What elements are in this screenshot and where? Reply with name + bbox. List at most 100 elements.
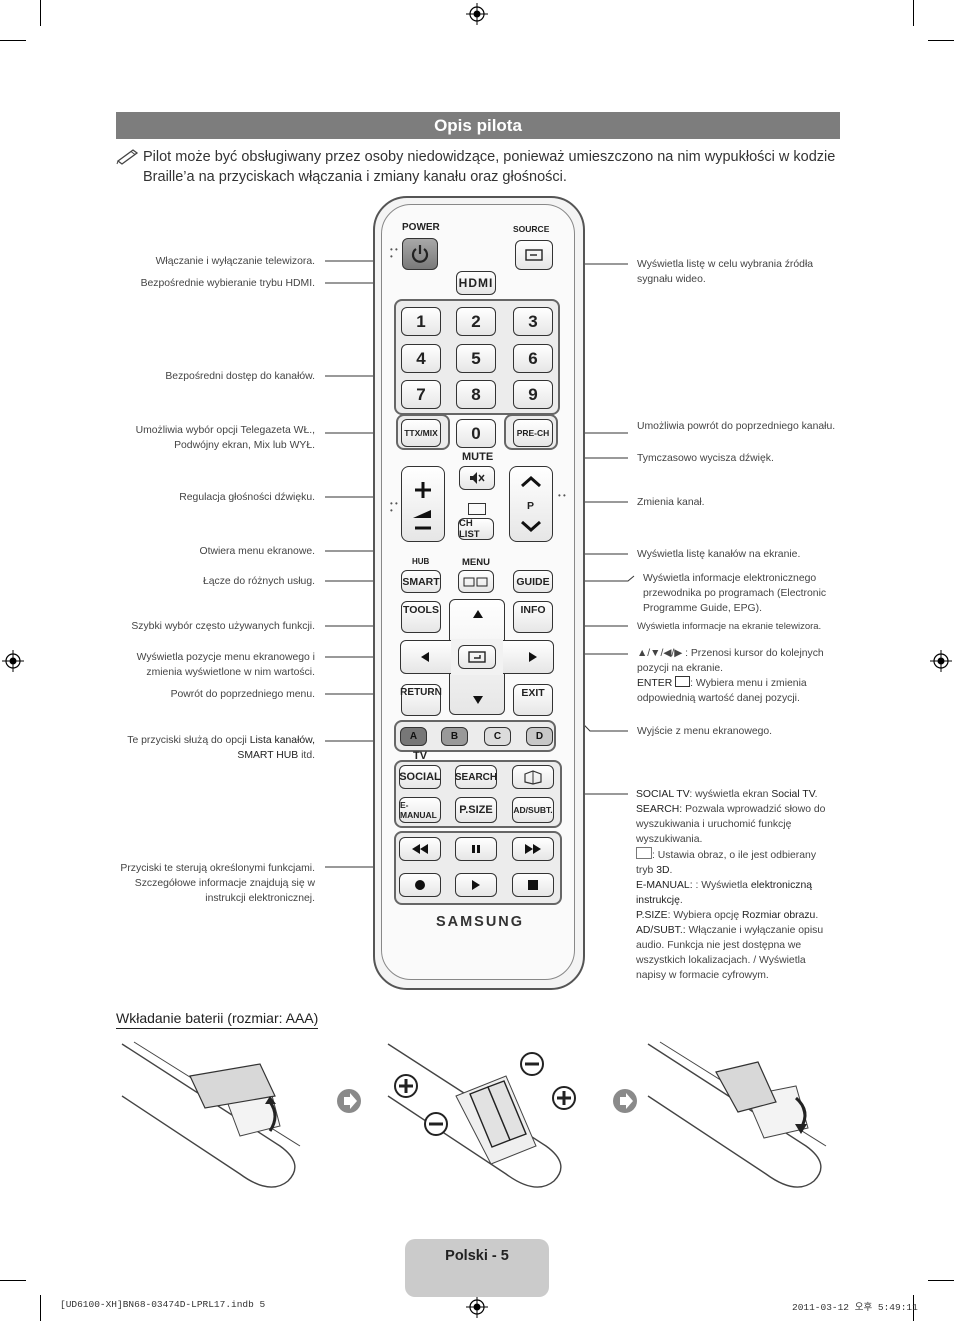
enter-icon — [468, 651, 486, 663]
stop-button[interactable] — [512, 873, 554, 897]
smart-hub-button[interactable]: SMART — [401, 570, 441, 593]
menu-button[interactable] — [458, 570, 494, 593]
number-5-button[interactable]: 5 — [456, 344, 496, 373]
3d-button[interactable] — [512, 765, 554, 789]
info-button[interactable]: INFO — [513, 601, 553, 633]
social-tv-button[interactable]: SOCIAL — [399, 765, 441, 789]
source-label: SOURCE — [513, 224, 550, 234]
play-button[interactable] — [455, 873, 497, 897]
pencil-icon — [116, 149, 139, 165]
psize-button[interactable]: P.SIZE — [455, 797, 497, 823]
record-button[interactable] — [399, 873, 441, 897]
exit-button[interactable]: EXIT — [513, 684, 553, 716]
guide-button[interactable]: GUIDE — [513, 570, 553, 593]
annotation-prech: Umożliwia powrót do poprzedniego kanału. — [637, 421, 836, 432]
registration-mark-icon — [2, 650, 24, 672]
up-arrow-icon[interactable] — [472, 609, 484, 619]
number-7-button[interactable]: 7 — [401, 380, 441, 409]
rewind-icon — [412, 844, 428, 854]
crop-mark — [928, 1280, 954, 1281]
play-icon — [472, 880, 480, 890]
annotation-volume: Regulacja głośności dźwięku. — [179, 492, 315, 503]
annotation-psize-value: Rozmiar obrazu — [742, 910, 816, 921]
enter-icon — [675, 676, 691, 687]
power-button[interactable] — [402, 238, 438, 270]
crop-mark — [928, 40, 954, 41]
search-button[interactable]: SEARCH — [455, 765, 497, 789]
menu-label: MENU — [462, 557, 490, 568]
annotation-arrows-move: ▲/▼/◀/▶ : Przenosi kursor do kolejnych p… — [637, 648, 824, 674]
annotation-info: Wyświetla informacje na ekranie telewizo… — [637, 621, 822, 632]
ttx-mix-label: TTX/MIX — [404, 428, 438, 438]
annotation-arrows-right: ▲/▼/◀/▶ : Przenosi kursor do kolejnych p… — [637, 646, 842, 706]
registration-mark-icon — [466, 3, 488, 25]
number-9-button[interactable]: 9 — [513, 380, 553, 409]
annotation-emanual-text: : Wyświetla — [695, 880, 748, 891]
adsubt-button[interactable]: AD/SUBT. — [512, 797, 554, 823]
color-a-button[interactable]: A — [400, 727, 427, 746]
tv-label: TV — [413, 750, 428, 762]
number-2-button[interactable]: 2 — [456, 307, 496, 336]
battery-step-1-illustration — [121, 1041, 301, 1188]
footer-date: 2011-03-12 오후 5:49:11 — [792, 1302, 918, 1313]
number-1-button[interactable]: 1 — [401, 307, 441, 336]
registration-mark-icon — [930, 650, 952, 672]
number-4-button[interactable]: 4 — [401, 344, 441, 373]
pause-button[interactable] — [455, 837, 497, 861]
color-d-button[interactable]: D — [526, 727, 553, 746]
volume-rocker[interactable] — [401, 466, 445, 542]
hdmi-button[interactable]: HDMI — [456, 271, 496, 295]
enter-button[interactable] — [458, 645, 496, 669]
right-arrow-icon[interactable] — [528, 651, 538, 663]
number-3-button[interactable]: 3 — [513, 307, 553, 336]
annotation-search-key: SEARCH: — [636, 804, 683, 815]
annotation-menu: Otwiera menu ekranowe. — [199, 546, 315, 557]
annotation-guide: Wyświetla informacje elektronicznego prz… — [643, 573, 827, 614]
annotation-numbers: Bezpośredni dostęp do kanałów. — [165, 371, 315, 382]
annotation-source: Wyświetla listę w celu wybrania źródła s… — [637, 259, 814, 285]
annotation-smart: Łącze do różnych usług. — [202, 576, 315, 587]
annotation-power: Włączanie i wyłączanie telewizora. — [155, 256, 315, 267]
channel-rocker[interactable] — [509, 466, 553, 542]
note-text: Pilot może być obsługiwany przez osoby n… — [143, 149, 836, 185]
number-0-button[interactable]: 0 — [456, 419, 496, 448]
number-6-button[interactable]: 6 — [513, 344, 553, 373]
braille-dots: • •• — [390, 499, 398, 515]
source-button[interactable] — [515, 240, 553, 270]
braille-dots: • •• — [390, 245, 398, 261]
color-c-button[interactable]: C — [484, 727, 511, 746]
color-b-button[interactable]: B — [441, 727, 468, 746]
annotation-channel: Zmienia kanał. — [637, 497, 705, 508]
annotation-social-block: SOCIAL TV: wyświetla ekran Social TV. SE… — [636, 789, 826, 981]
fast-forward-button[interactable] — [512, 837, 554, 861]
battery-step-2-illustration — [387, 1043, 576, 1188]
annotation-3d-value: 3D — [656, 865, 670, 876]
number-8-button[interactable]: 8 — [456, 380, 496, 409]
stop-icon — [528, 880, 538, 890]
note: Pilot może być obsługiwany przez osoby n… — [116, 147, 836, 187]
left-arrow-icon[interactable] — [420, 651, 430, 663]
annotation-mute: Tymczasowo wycisza dźwięk. — [637, 453, 774, 464]
down-arrow-icon[interactable] — [472, 695, 484, 705]
rewind-button[interactable] — [399, 837, 441, 861]
fast-forward-icon — [525, 844, 541, 854]
return-button[interactable]: RETURN — [400, 684, 442, 716]
ttx-mix-button[interactable]: TTX/MIX — [401, 419, 441, 447]
annotation-3d-text: : Ustawia obraz, o ile jest odbierany tr… — [636, 850, 817, 876]
record-icon — [415, 880, 425, 890]
annotation-enter-text: : Wybiera menu i zmienia odpowiednią war… — [637, 678, 807, 704]
registration-mark-icon — [466, 1296, 488, 1318]
source-icon — [525, 249, 543, 261]
prech-button[interactable]: PRE-CH — [513, 419, 553, 447]
annotation-social-key: SOCIAL TV — [636, 789, 690, 800]
chlist-button[interactable]: CH LIST — [458, 518, 494, 540]
page-title: Opis pilota — [116, 112, 840, 139]
tools-button[interactable]: TOOLS — [401, 601, 441, 633]
mute-button[interactable] — [459, 466, 495, 490]
annotation-media: Przyciski te sterują określonymi funkcja… — [120, 863, 315, 904]
annotation-social-value: Social TV — [771, 789, 815, 800]
annotation-tools: Szybki wybór często używanych funkcji. — [131, 621, 315, 632]
emanual-button[interactable]: E-MANUAL — [399, 797, 441, 823]
crop-mark — [40, 1295, 41, 1321]
annotation-search-text: Pozwala wprowadzić słowo do wyszukiwania… — [636, 804, 826, 845]
